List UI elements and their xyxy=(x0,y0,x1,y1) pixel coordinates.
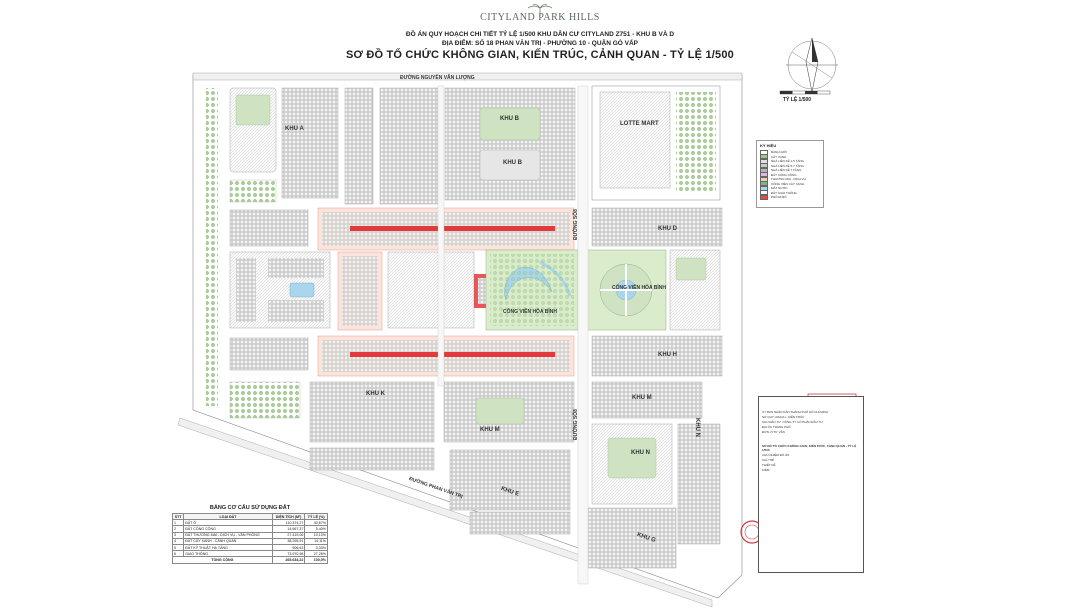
block-row4-west xyxy=(229,337,309,371)
block-khu-g xyxy=(579,507,677,569)
block-khu-h xyxy=(591,335,723,377)
zone-label-khu-n: KHU N xyxy=(631,450,650,456)
project-address: ĐỊA ĐIỂM: SỐ 18 PHAN VĂN TRỊ - PHƯỜNG 10… xyxy=(442,40,638,47)
public-building xyxy=(387,251,475,329)
block-column-2 xyxy=(379,87,439,205)
road-label-so8-north: ĐƯỜNG SỐ8 xyxy=(573,209,579,240)
zone-label-khu-m: KHU M xyxy=(480,427,500,433)
zone-label-park-1: CÔNG VIÊN HÒA BÌNH xyxy=(503,309,557,315)
legend-swatch xyxy=(760,194,768,200)
zone-label-lotte-mart: LOTTE MART xyxy=(620,121,659,127)
zone-label-khu-k: KHU K xyxy=(366,391,385,397)
north-arrow-icon xyxy=(786,37,838,93)
legend-label: RANH GIỚI xyxy=(771,150,787,155)
block-khu-e xyxy=(449,449,571,511)
total-label: TỔNG CỘNG xyxy=(172,556,273,564)
zone-label-khu-b-2: KHU B xyxy=(503,160,522,166)
land-use-table: BẢNG CƠ CẤU SỬ DỤNG ĐẤT STT LOẠI ĐẤT DIỆ… xyxy=(171,505,328,564)
block-column-1 xyxy=(344,87,374,205)
legend-label: MẶT NƯỚC xyxy=(771,186,788,191)
legend-label: PHỐ ĐI BỘ xyxy=(771,195,787,200)
block-khu-m2 xyxy=(591,381,703,419)
legend-label: CÂY XANH xyxy=(771,154,787,159)
road-nguyen-van-luong xyxy=(192,72,743,81)
block-khu-n2 xyxy=(677,423,721,545)
title-block-line: THIẾT KẾ xyxy=(762,463,776,467)
zone-label-khu-d: KHU D xyxy=(658,226,677,232)
block-khu-b xyxy=(444,87,576,201)
green-area-south-west xyxy=(229,381,301,419)
tree-strip-west xyxy=(206,88,218,406)
title-block-line: ĐỊA ỐC THÀNH PHỐ xyxy=(762,425,791,429)
zone-label-khu-a: KHU A xyxy=(285,126,304,132)
title-block-line: SƠ ĐỒ TỔ CHỨC KHÔNG GIAN, KIẾN TRÚC, CẢN… xyxy=(762,444,857,452)
legend-label: NHÀ LIÊN KẾ 5-7 TẦNG xyxy=(771,163,804,168)
walking-street-north xyxy=(350,226,555,231)
land-use-table-title: BẢNG CƠ CẤU SỬ DỤNG ĐẤT xyxy=(209,505,291,511)
road-label-nguyen-van-luong: ĐƯỜNG NGUYỄN VĂN LƯỢNG xyxy=(400,75,475,81)
palm-logo-icon xyxy=(527,4,553,16)
title-block-line: CHỦ ĐẦU TƯ: CÔNG TY CỔ PHẦN ĐẦU TƯ xyxy=(762,420,823,424)
title-block-line: ĐƠN VỊ TƯ VẤN xyxy=(762,430,785,434)
zone-label-khu-n-2: KHU N xyxy=(694,418,700,437)
legend-item: PHỐ ĐI BỘ xyxy=(760,194,820,200)
legend-label: NHÀ LIÊN KẾ 1-5 TẦNG xyxy=(771,159,804,164)
swimming-pool xyxy=(289,282,315,298)
title-block-line: CHỦ NHIỆM ĐỒ ÁN xyxy=(762,453,790,457)
zone-label-khu-b: KHU B xyxy=(500,116,519,122)
zone-label-khu-m-2: KHU M xyxy=(632,395,652,401)
legend-label: THƯƠNG MẠI - DỊCH VỤ xyxy=(771,177,806,182)
zone-label-khu-h: KHU H xyxy=(658,352,677,358)
title-block-line: KIỂM xyxy=(762,468,770,472)
title-block-line: SỞ QUY HOẠCH - KIẾN TRÚC xyxy=(762,415,805,419)
legend-label: ĐẤT GIAO THÔNG xyxy=(771,190,797,195)
scale-bar xyxy=(779,90,831,95)
total-pct: 100,0% xyxy=(304,556,328,564)
zone-label-park-2: CÔNG VIÊN HÒA BÌNH xyxy=(612,285,666,291)
block-khu-k xyxy=(309,381,435,443)
legend-label: ĐẤT CÔNG CỘNG xyxy=(771,172,797,177)
drawing-title: SƠ ĐỒ TỔ CHỨC KHÔNG GIAN, KIẾN TRÚC, CẢN… xyxy=(345,49,735,61)
title-block-line: CHỦ TRÌ xyxy=(762,458,775,462)
project-title: ĐỒ ÁN QUY HOẠCH CHI TIẾT TỶ LỆ 1/500 KHU… xyxy=(405,31,675,38)
scale-label: TỶ LỆ 1/500 xyxy=(783,97,812,103)
legend-label: NHÀ LIÊN KẾ 7 TẦNG xyxy=(771,168,802,173)
legend-title: KÝ HIỆU xyxy=(760,143,777,148)
brand-logo: CITYLAND PARK HILLS xyxy=(480,12,600,23)
road-label-so8-south: ĐƯỜNG SỐ8 xyxy=(573,409,579,440)
legend-label: CÔNG VIÊN CÂY XANH xyxy=(771,181,804,186)
block-khu-a-rows xyxy=(281,87,339,199)
total-area: 265.634,22 xyxy=(271,556,306,564)
block-khu-d xyxy=(591,207,723,247)
block-row2-west xyxy=(229,209,309,247)
walking-street-south xyxy=(350,352,555,357)
title-block-line: ỦY BAN NHÂN DÂN THÀNH PHỐ HỒ CHÍ MINH xyxy=(762,410,828,414)
